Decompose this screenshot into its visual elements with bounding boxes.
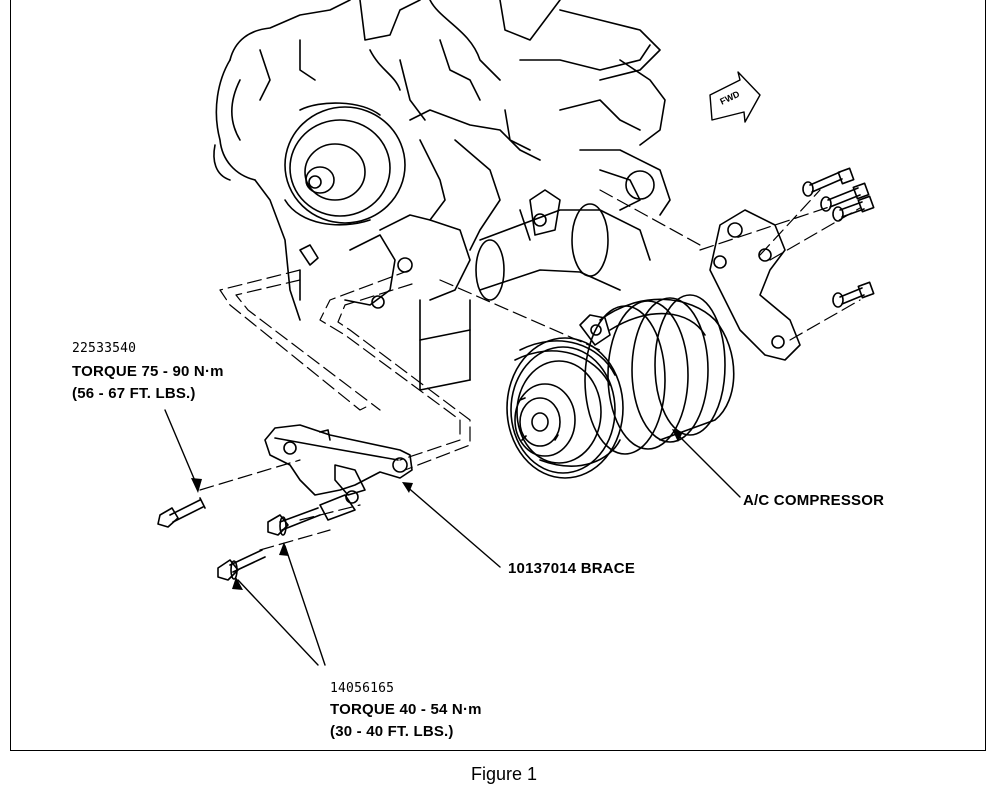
lower-bolts-part-number: 14056165 bbox=[330, 681, 395, 696]
leader-lines bbox=[164, 409, 741, 666]
engine-block bbox=[213, 0, 671, 391]
upper-bolt-part-number: 22533540 bbox=[72, 341, 137, 356]
brace-10137014 bbox=[264, 424, 413, 504]
lower-bolts-torque-imperial: (30 - 40 FT. LBS.) bbox=[330, 723, 454, 740]
upper-bolt-torque-imperial: (56 - 67 FT. LBS.) bbox=[72, 385, 196, 402]
brace-label: 10137014 BRACE bbox=[508, 560, 636, 577]
figure-caption: Figure 1 bbox=[470, 764, 538, 784]
fwd-arrow-label: FWD bbox=[718, 89, 741, 107]
compressor-rear-bracket bbox=[709, 209, 801, 361]
lower-bolts-torque-metric: TORQUE 40 - 54 N·m bbox=[330, 701, 482, 718]
brace-bolts bbox=[157, 494, 356, 581]
ac-compressor-mounting-diagram: FWD bbox=[157, 0, 875, 666]
figure-frame bbox=[10, 0, 986, 751]
ac-compressor bbox=[506, 294, 735, 479]
arrowheads bbox=[191, 429, 683, 590]
fwd-arrow-icon bbox=[709, 71, 761, 123]
ac-compressor-label: A/C COMPRESSOR bbox=[743, 492, 885, 509]
upper-bolt-torque-metric: TORQUE 75 - 90 N·m bbox=[72, 363, 224, 380]
compressor-mount-bolts bbox=[802, 167, 875, 308]
